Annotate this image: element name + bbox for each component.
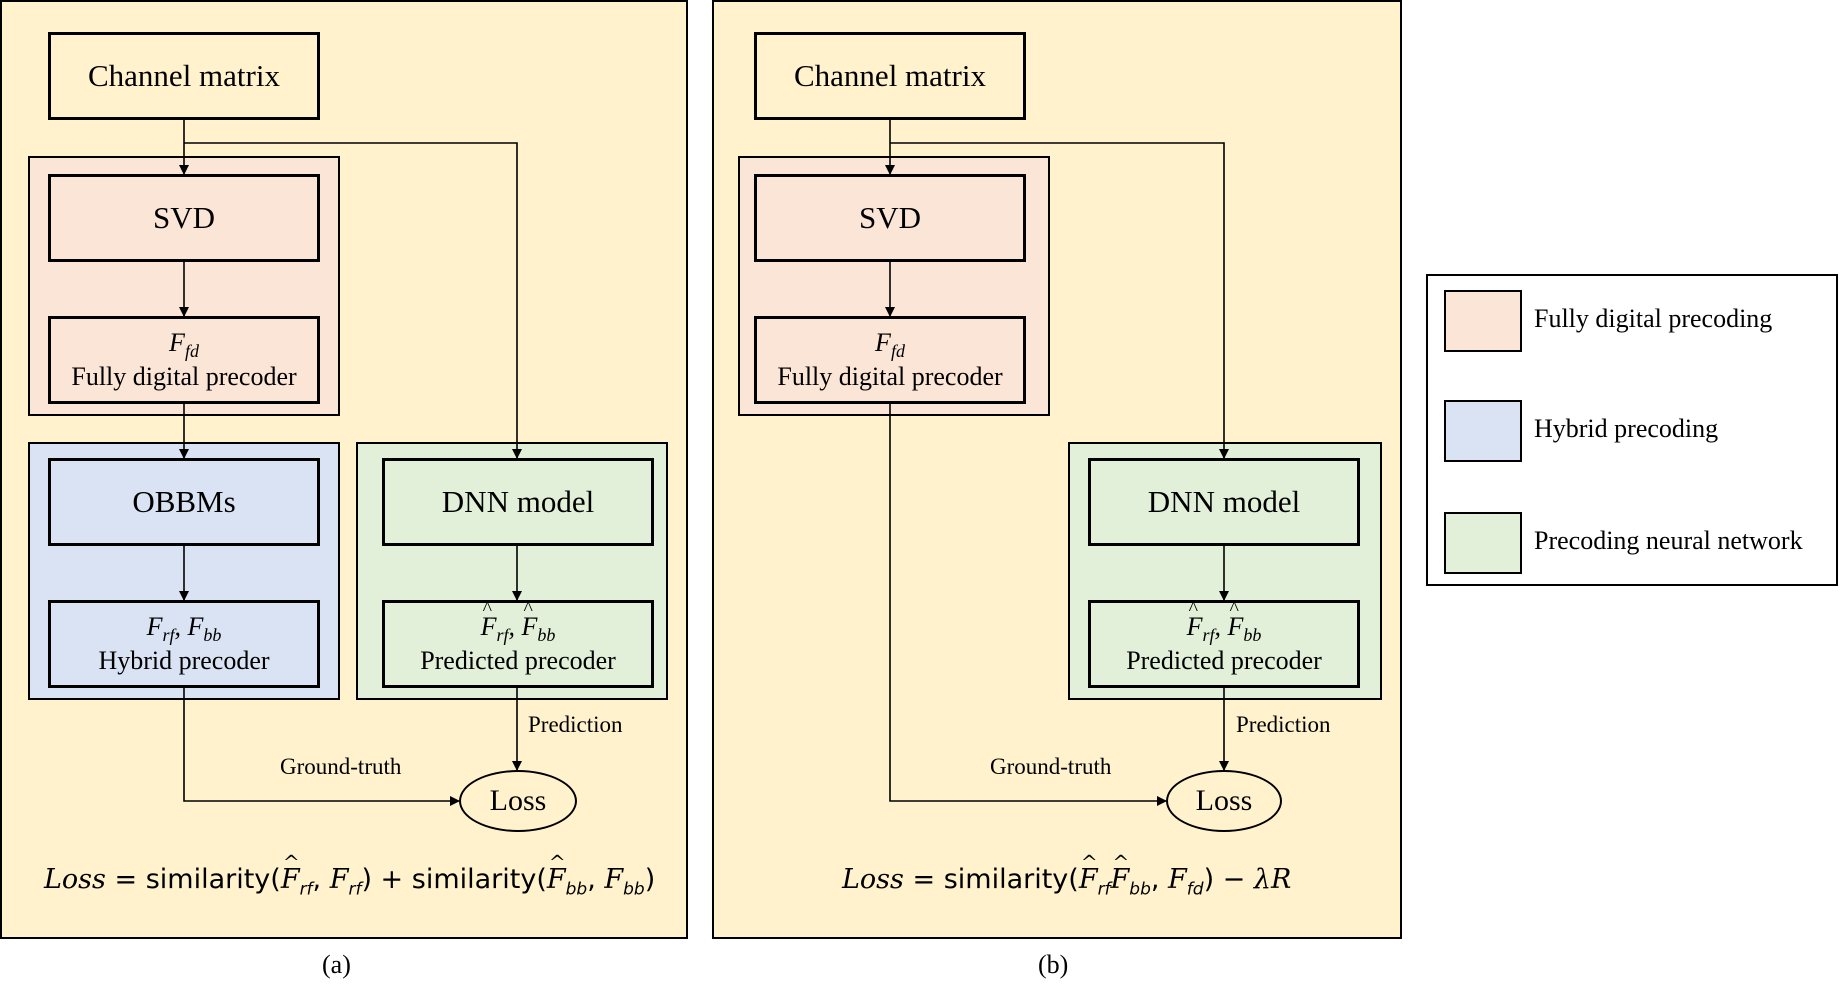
channel-matrix-box-a: Channel matrix — [48, 32, 320, 120]
svd-box-b: SVD — [754, 174, 1026, 262]
fully-digital-precoder-box-a: Ffd Fully digital precoder — [48, 316, 320, 404]
fully-digital-precoder-box-b: Ffd Fully digital precoder — [754, 316, 1026, 404]
ground-truth-label-a: Ground-truth — [280, 754, 402, 779]
predicted-precoder-label-a: Predicted precoder — [420, 645, 616, 675]
ground-truth-label-b: Ground-truth — [990, 754, 1112, 779]
ffd-symbol-b: Ffd — [875, 328, 905, 362]
loss-label-a: Loss — [489, 784, 547, 817]
hybrid-symbols-a: Frf, Fbb — [146, 612, 222, 646]
svd-label-a: SVD — [152, 200, 215, 236]
obbms-box-a: OBBMs — [48, 458, 320, 546]
loss-formula-a: Loss = similarity(Frf, Frf) + similarity… — [44, 850, 655, 899]
legend-label-neural: Precoding neural network — [1534, 526, 1803, 555]
legend-swatch-neural — [1444, 512, 1522, 574]
legend: Fully digital precoding Hybrid precoding… — [1426, 274, 1838, 586]
obbms-label-a: OBBMs — [132, 484, 236, 520]
predicted-precoder-box-a: Frf, Fbb Predicted precoder — [382, 598, 654, 688]
legend-swatch-hybrid — [1444, 400, 1522, 462]
loss-label-b: Loss — [1195, 784, 1253, 817]
dnn-model-box-b: DNN model — [1088, 458, 1360, 546]
svd-box-a: SVD — [48, 174, 320, 262]
caption-a: (a) — [322, 950, 351, 979]
predicted-precoder-box-b: Frf, Fbb Predicted precoder — [1088, 598, 1360, 688]
ffd-symbol-a: Ffd — [169, 328, 199, 362]
hybrid-precoder-label-a: Hybrid precoder — [98, 645, 270, 675]
caption-b: (b) — [1038, 950, 1069, 979]
channel-matrix-label-b: Channel matrix — [794, 58, 986, 94]
svd-label-b: SVD — [858, 200, 921, 236]
legend-label-fully-digital: Fully digital precoding — [1534, 304, 1773, 333]
predicted-precoder-label-b: Predicted precoder — [1126, 645, 1322, 675]
dnn-model-label-a: DNN model — [441, 484, 595, 520]
channel-matrix-label-a: Channel matrix — [88, 58, 280, 94]
channel-matrix-box-b: Channel matrix — [754, 32, 1026, 120]
predicted-symbols-b: Frf, Fbb — [1187, 598, 1262, 646]
prediction-label-b: Prediction — [1236, 712, 1331, 737]
loss-node-a: Loss — [459, 770, 577, 832]
legend-swatch-fully-digital — [1444, 290, 1522, 352]
hybrid-precoder-box-a: Frf, Fbb Hybrid precoder — [48, 600, 320, 688]
fully-digital-precoder-label-b: Fully digital precoder — [777, 361, 1003, 391]
fully-digital-precoder-label-a: Fully digital precoder — [71, 361, 297, 391]
dnn-model-box-a: DNN model — [382, 458, 654, 546]
dnn-model-label-b: DNN model — [1147, 484, 1301, 520]
legend-label-hybrid: Hybrid precoding — [1534, 414, 1719, 443]
prediction-label-a: Prediction — [528, 712, 623, 737]
loss-node-b: Loss — [1166, 770, 1282, 832]
predicted-symbols-a: Frf, Fbb — [481, 598, 556, 646]
loss-formula-b: Loss = similarity(FrfFbb, Ffd) − λR — [842, 850, 1291, 899]
